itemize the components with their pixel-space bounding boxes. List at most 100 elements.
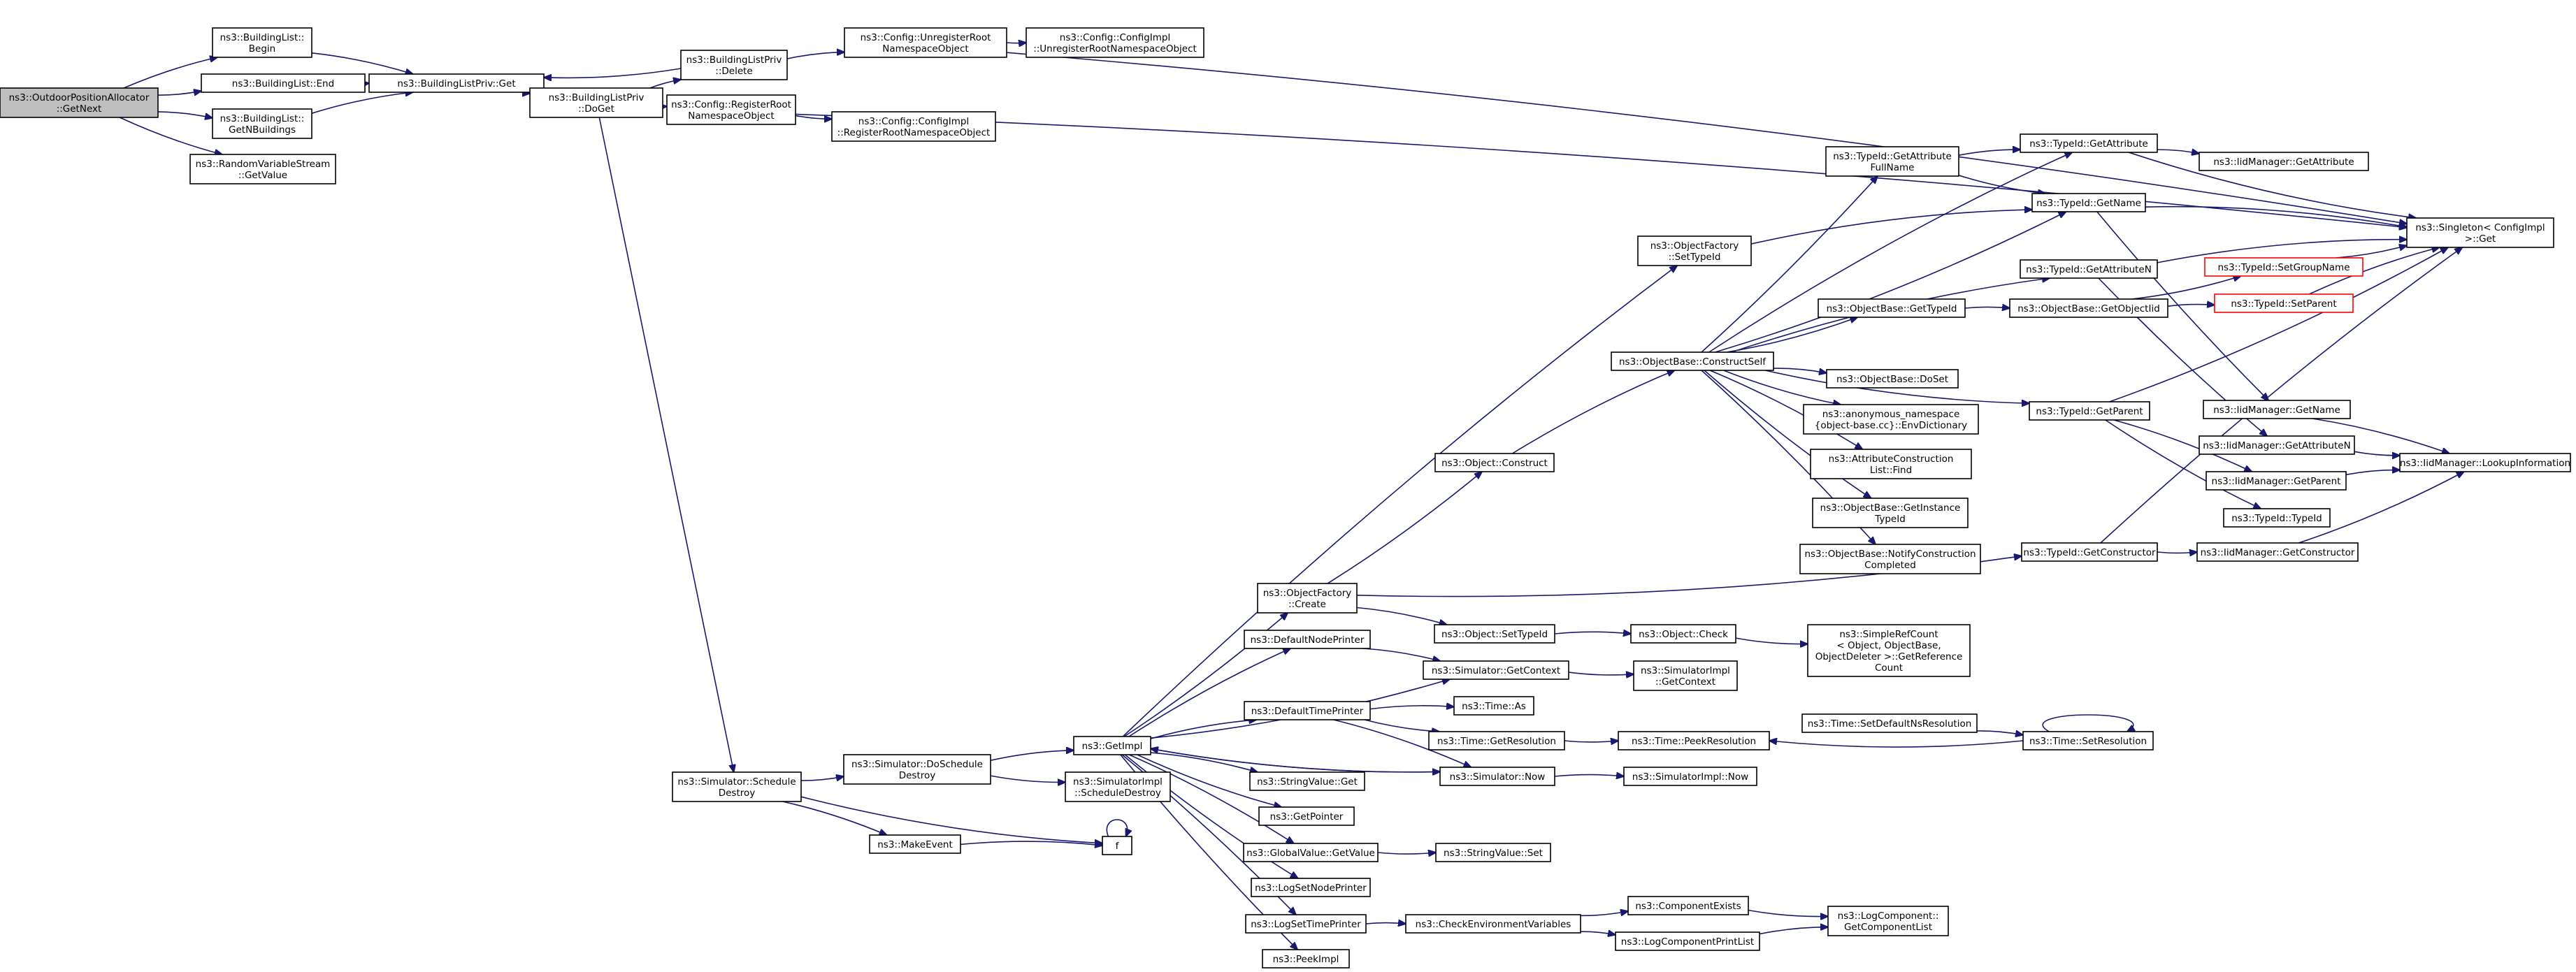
graph-node[interactable]: ns3::Simulator::Now xyxy=(1439,767,1555,786)
node-box xyxy=(1065,771,1171,802)
edge-cfg_unreg-to-singleton_get xyxy=(1006,52,2407,224)
graph-node[interactable]: ns3::TypeId::SetParent xyxy=(2214,293,2354,313)
graph-node[interactable]: ns3::Time::As xyxy=(1453,696,1534,716)
graph-node[interactable]: ns3::BuildingListPriv::Delete xyxy=(680,50,788,80)
graph-node[interactable]: ns3::IidManager::GetAttribute xyxy=(2199,152,2369,171)
graph-node[interactable]: ns3::ObjectBase::ConstructSelf xyxy=(1611,351,1774,371)
graph-node[interactable]: ns3::TypeId::GetParent xyxy=(2029,401,2150,421)
graph-node[interactable]: ns3::SimulatorImpl::ScheduleDestroy xyxy=(1065,771,1171,802)
node-label: ns3::DefaultTimePrinter xyxy=(1251,706,1364,717)
graph-node[interactable]: ns3::IidManager::GetName xyxy=(2203,400,2351,419)
graph-node[interactable]: ns3::Object::SetTypeId xyxy=(1434,624,1555,644)
graph-node[interactable]: ns3::PeekImpl xyxy=(1262,949,1350,969)
edge-getimpl-to-getpointer xyxy=(1137,754,1281,807)
graph-node[interactable]: ns3::MakeEvent xyxy=(869,834,961,854)
graph-node[interactable]: ns3::GetPointer xyxy=(1258,806,1355,826)
graph-node[interactable]: ns3::TypeId::GetAttribute xyxy=(2020,133,2158,153)
graph-node[interactable]: ns3::ObjectBase::GetObjectIid xyxy=(2009,298,2168,318)
graph-node[interactable]: ns3::LogSetNodePrinter xyxy=(1251,878,1371,897)
graph-node[interactable]: ns3::BuildingList::Begin xyxy=(212,27,312,58)
graph-node[interactable]: ns3::BuildingListPriv::Get xyxy=(368,73,545,93)
graph-node[interactable]: ns3::Object::Construct xyxy=(1434,453,1555,472)
graph-node[interactable]: ns3::CheckEnvironmentVariables xyxy=(1405,914,1581,934)
edge-typeid_getparent-to-singleton_get xyxy=(2109,247,2447,402)
graph-node[interactable]: ns3::ComponentExists xyxy=(1627,896,1749,915)
graph-node[interactable]: ns3::TypeId::GetName xyxy=(2031,193,2146,212)
graph-node[interactable]: ns3::LogComponentPrintList xyxy=(1615,931,1760,951)
graph-node[interactable]: ns3::TypeId::GetConstructor xyxy=(2021,542,2158,562)
node-box xyxy=(189,154,336,184)
graph-node[interactable]: ns3::SimulatorImpl::GetContext xyxy=(1633,660,1738,691)
node-box xyxy=(1245,914,1367,934)
node-label: Count xyxy=(1875,662,1903,674)
graph-node[interactable]: ns3::Config::RegisterRootNamespaceObject xyxy=(666,94,796,125)
edge-ob_constructself-to-acl_find xyxy=(1709,370,1862,449)
node-label: GetComponentList xyxy=(1844,922,1932,933)
graph-node[interactable]: ns3::LogSetTimePrinter xyxy=(1245,914,1367,934)
graph-node[interactable]: ns3::Time::SetResolution xyxy=(2022,731,2154,750)
graph-node[interactable]: ns3::Time::PeekResolution xyxy=(1618,731,1770,750)
graph-node[interactable]: ns3::ObjectBase::GetTypeId xyxy=(1818,298,1966,318)
graph-node[interactable]: ns3::Object::Check xyxy=(1630,624,1736,644)
graph-node[interactable]: ns3::TypeId::GetAttributeN xyxy=(2020,259,2158,279)
edge-sim_doschedule-to-getimpl xyxy=(990,750,1074,761)
graph-node[interactable]: ns3::LogComponent::GetComponentList xyxy=(1827,906,1949,936)
node-box xyxy=(1627,896,1749,915)
node-label: ns3::IidManager::GetAttributeN xyxy=(2203,440,2350,451)
edge-of_create-to-obj_construct xyxy=(1327,472,1482,584)
graph-node[interactable]: ns3::ObjectFactory::Create xyxy=(1257,583,1358,614)
graph-node[interactable]: ns3::SimulatorImpl::Now xyxy=(1623,767,1757,786)
graph-node[interactable]: ns3::Config::ConfigImpl::UnregisterRootN… xyxy=(1026,27,1204,58)
graph-node[interactable]: ns3::BuildingListPriv::DoGet xyxy=(529,87,663,118)
graph-node[interactable]: ns3::Config::ConfigImpl::RegisterRootNam… xyxy=(831,111,996,142)
graph-node[interactable]: ns3::Time::GetResolution xyxy=(1428,731,1565,750)
graph-node[interactable]: f xyxy=(1102,836,1132,855)
graph-node[interactable]: ns3::StringValue::Get xyxy=(1249,771,1365,791)
graph-node[interactable]: ns3::Time::SetDefaultNsResolution xyxy=(1801,713,1978,733)
graph-node[interactable]: ns3::IidManager::GetConstructor xyxy=(2196,542,2359,562)
graph-node[interactable]: ns3::anonymous_namespace{object-base.cc}… xyxy=(1803,404,1979,435)
graph-node[interactable]: ns3::OutdoorPositionAllocator::GetNext xyxy=(0,87,159,118)
node-label: ns3::StringValue::Get xyxy=(1257,776,1358,788)
graph-node[interactable]: ns3::Config::UnregisterRootNamespaceObje… xyxy=(844,27,1007,58)
edge-bl_getn-to-blp_get xyxy=(311,92,413,114)
node-box xyxy=(2406,217,2554,248)
node-box xyxy=(368,73,545,93)
node-label: ns3::Time::GetResolution xyxy=(1437,736,1556,747)
graph-node[interactable]: ns3::RandomVariableStream::GetValue xyxy=(189,154,336,184)
graph-node[interactable]: ns3::ObjectFactory::SetTypeId xyxy=(1637,235,1752,266)
graph-node[interactable]: ns3::ObjectBase::DoSet xyxy=(1826,369,1959,389)
graph-node[interactable]: ns3::BuildingList::GetNBuildings xyxy=(212,108,312,139)
node-label: ::RegisterRootNamespaceObject xyxy=(837,127,991,138)
node-label: ::ScheduleDestroy xyxy=(1074,788,1161,799)
graph-node[interactable]: ns3::DefaultTimePrinter xyxy=(1244,701,1371,720)
node-box xyxy=(1251,878,1371,897)
edge-ob_constructself-to-typeid_getparent xyxy=(1764,370,2029,403)
node-box xyxy=(1435,843,1551,862)
graph-node[interactable]: ns3::DefaultNodePrinter xyxy=(1244,630,1371,649)
node-label: ns3::IidManager::GetParent xyxy=(2212,476,2341,487)
graph-node[interactable]: ns3::TypeId::TypeId xyxy=(2223,508,2331,528)
graph-node[interactable]: ns3::StringValue::Set xyxy=(1435,843,1551,862)
graph-node[interactable]: ns3::IidManager::GetParent xyxy=(2206,471,2347,491)
graph-node[interactable]: ns3::GetImpl xyxy=(1073,736,1151,755)
graph-node[interactable]: ns3::IidManager::GetAttributeN xyxy=(2199,435,2355,455)
edge-ob_constructself-to-ob_gettypeid xyxy=(1726,317,1858,353)
graph-node[interactable]: ns3::ObjectBase::NotifyConstructionCompl… xyxy=(1799,544,1981,574)
node-box xyxy=(2022,731,2154,750)
graph-node[interactable]: ns3::IidManager::LookupInformation xyxy=(2399,453,2571,472)
graph-node[interactable]: ns3::Singleton< ConfigImpl >::Get xyxy=(2406,217,2554,248)
node-box xyxy=(2196,542,2359,562)
graph-node[interactable]: ns3::TypeId::SetGroupName xyxy=(2204,257,2363,277)
node-box xyxy=(2203,400,2351,419)
graph-node[interactable]: ns3::SimpleRefCount< Object, ObjectBase,… xyxy=(1807,624,1971,677)
graph-node[interactable]: ns3::Simulator::GetContext xyxy=(1423,660,1569,680)
graph-node[interactable]: ns3::BuildingList::End xyxy=(201,73,366,93)
graph-node[interactable]: ns3::Simulator::ScheduleDestroy xyxy=(672,771,802,802)
edge-root-to-rvs_getvalue xyxy=(119,117,222,154)
graph-node[interactable]: ns3::GlobalValue::GetValue xyxy=(1243,843,1379,862)
